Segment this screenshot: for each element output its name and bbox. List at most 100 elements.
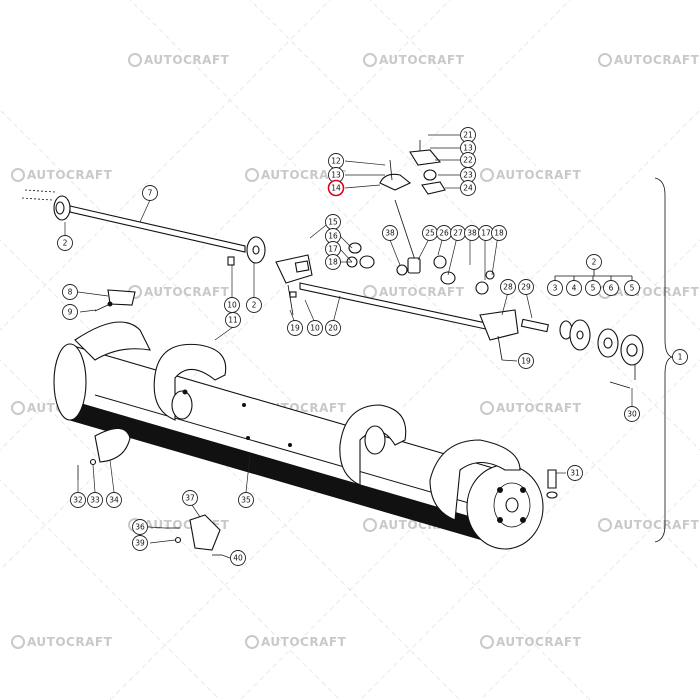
callout-40: 40: [230, 550, 246, 566]
svg-text:28: 28: [503, 283, 513, 292]
watermark-logo: AUTOCRAFT: [363, 285, 465, 299]
callout-8: 8: [62, 284, 78, 300]
svg-text:12: 12: [331, 157, 341, 166]
callout-1: 1: [672, 349, 688, 365]
subassembly-bracket: [554, 268, 633, 282]
callout-4: 4: [566, 280, 582, 296]
callout-2: 2: [57, 235, 73, 251]
svg-text:31: 31: [570, 469, 580, 478]
svg-text:10: 10: [227, 301, 237, 310]
callout-38: 38: [382, 225, 398, 241]
svg-text:AUTOCRAFT: AUTOCRAFT: [614, 53, 700, 67]
callout-33: 33: [87, 492, 103, 508]
svg-text:AUTOCRAFT: AUTOCRAFT: [496, 401, 582, 415]
callout-5: 5: [585, 280, 601, 296]
svg-text:19: 19: [290, 324, 300, 333]
callout-18: 18: [325, 254, 341, 270]
svg-text:13: 13: [331, 171, 341, 180]
watermark-logo: AUTOCRAFT: [11, 168, 113, 182]
svg-text:38: 38: [385, 229, 395, 238]
svg-text:6: 6: [609, 284, 614, 293]
callout-14-highlighted: 14: [327, 179, 345, 197]
svg-text:5: 5: [591, 284, 596, 293]
svg-text:17: 17: [328, 245, 338, 254]
svg-text:AUTOCRAFT: AUTOCRAFT: [261, 635, 347, 649]
svg-text:8: 8: [68, 288, 73, 297]
svg-text:2: 2: [252, 301, 257, 310]
svg-text:AUTOCRAFT: AUTOCRAFT: [261, 168, 347, 182]
small-parts: [77, 256, 558, 556]
svg-text:3: 3: [553, 284, 558, 293]
svg-text:40: 40: [233, 554, 243, 563]
svg-text:27: 27: [453, 229, 463, 238]
callout-27: 27: [450, 225, 466, 241]
callout-34: 34: [106, 492, 122, 508]
svg-text:1: 1: [678, 353, 683, 362]
svg-text:20: 20: [328, 324, 338, 333]
svg-text:29: 29: [521, 283, 531, 292]
watermark-logo: AUTOCRAFT: [245, 168, 347, 182]
svg-text:18: 18: [328, 258, 338, 267]
callout-9: 9: [62, 304, 78, 320]
svg-text:AUTOCRAFT: AUTOCRAFT: [27, 635, 113, 649]
callout-28: 28: [500, 279, 516, 295]
callout-19: 19: [287, 320, 303, 336]
svg-text:15: 15: [328, 218, 338, 227]
right-bearing-set: [559, 319, 644, 389]
callout-5: 5: [624, 280, 640, 296]
callout-29: 29: [518, 279, 534, 295]
callout-2: 2: [586, 254, 602, 270]
left-shaft: [21, 189, 266, 264]
callout-10: 10: [224, 297, 240, 313]
svg-text:30: 30: [627, 410, 637, 419]
watermark-logo: AUTOCRAFT: [363, 53, 464, 67]
svg-text:13: 13: [463, 144, 473, 153]
svg-text:18: 18: [494, 229, 504, 238]
watermark-logo: AUTOCRAFT: [480, 401, 582, 415]
callout-38: 38: [464, 225, 480, 241]
callout-24: 24: [460, 180, 476, 196]
callout-3: 3: [547, 280, 563, 296]
callout-30: 30: [624, 406, 640, 422]
callout-2: 2: [246, 297, 262, 313]
center-shaft: [275, 254, 549, 361]
watermark-logo: AUTOCRAFT: [128, 53, 229, 67]
callout-23: 23: [460, 167, 476, 183]
callout-37: 37: [182, 490, 198, 506]
callout-22: 22: [460, 152, 476, 168]
callout-13: 13: [460, 140, 476, 156]
watermark-logo: AUTOCRAFT: [11, 635, 113, 649]
callout-39: 39: [132, 535, 148, 551]
svg-text:7: 7: [148, 189, 153, 198]
svg-text:16: 16: [328, 232, 338, 241]
callout-12: 12: [328, 153, 344, 169]
svg-text:9: 9: [68, 308, 73, 317]
watermark-logo: AUTOCRAFT: [128, 285, 229, 299]
svg-text:5: 5: [630, 284, 635, 293]
svg-text:23: 23: [463, 171, 473, 180]
svg-text:33: 33: [90, 496, 100, 505]
callout-36: 36: [132, 519, 148, 535]
svg-text:AUTOCRAFT: AUTOCRAFT: [496, 635, 582, 649]
callout-26: 26: [436, 225, 452, 241]
watermark-logo: AUTOCRAFT: [598, 518, 699, 532]
svg-text:34: 34: [109, 496, 119, 505]
callout-15: 15: [325, 214, 341, 230]
callout-10: 10: [307, 320, 323, 336]
callout-11: 11: [225, 312, 241, 328]
svg-text:21: 21: [463, 131, 473, 140]
svg-text:38: 38: [467, 229, 477, 238]
svg-text:AUTOCRAFT: AUTOCRAFT: [496, 168, 582, 182]
callout-20: 20: [325, 320, 341, 336]
watermark-logo: AUTOCRAFT: [480, 635, 582, 649]
svg-text:2: 2: [63, 239, 68, 248]
callout-7: 7: [142, 185, 158, 201]
svg-text:AUTOCRAFT: AUTOCRAFT: [379, 285, 465, 299]
svg-text:25: 25: [425, 229, 435, 238]
svg-text:19: 19: [521, 357, 531, 366]
svg-text:AUTOCRAFT: AUTOCRAFT: [27, 168, 113, 182]
watermark-logo: AUTOCRAFT: [245, 635, 347, 649]
